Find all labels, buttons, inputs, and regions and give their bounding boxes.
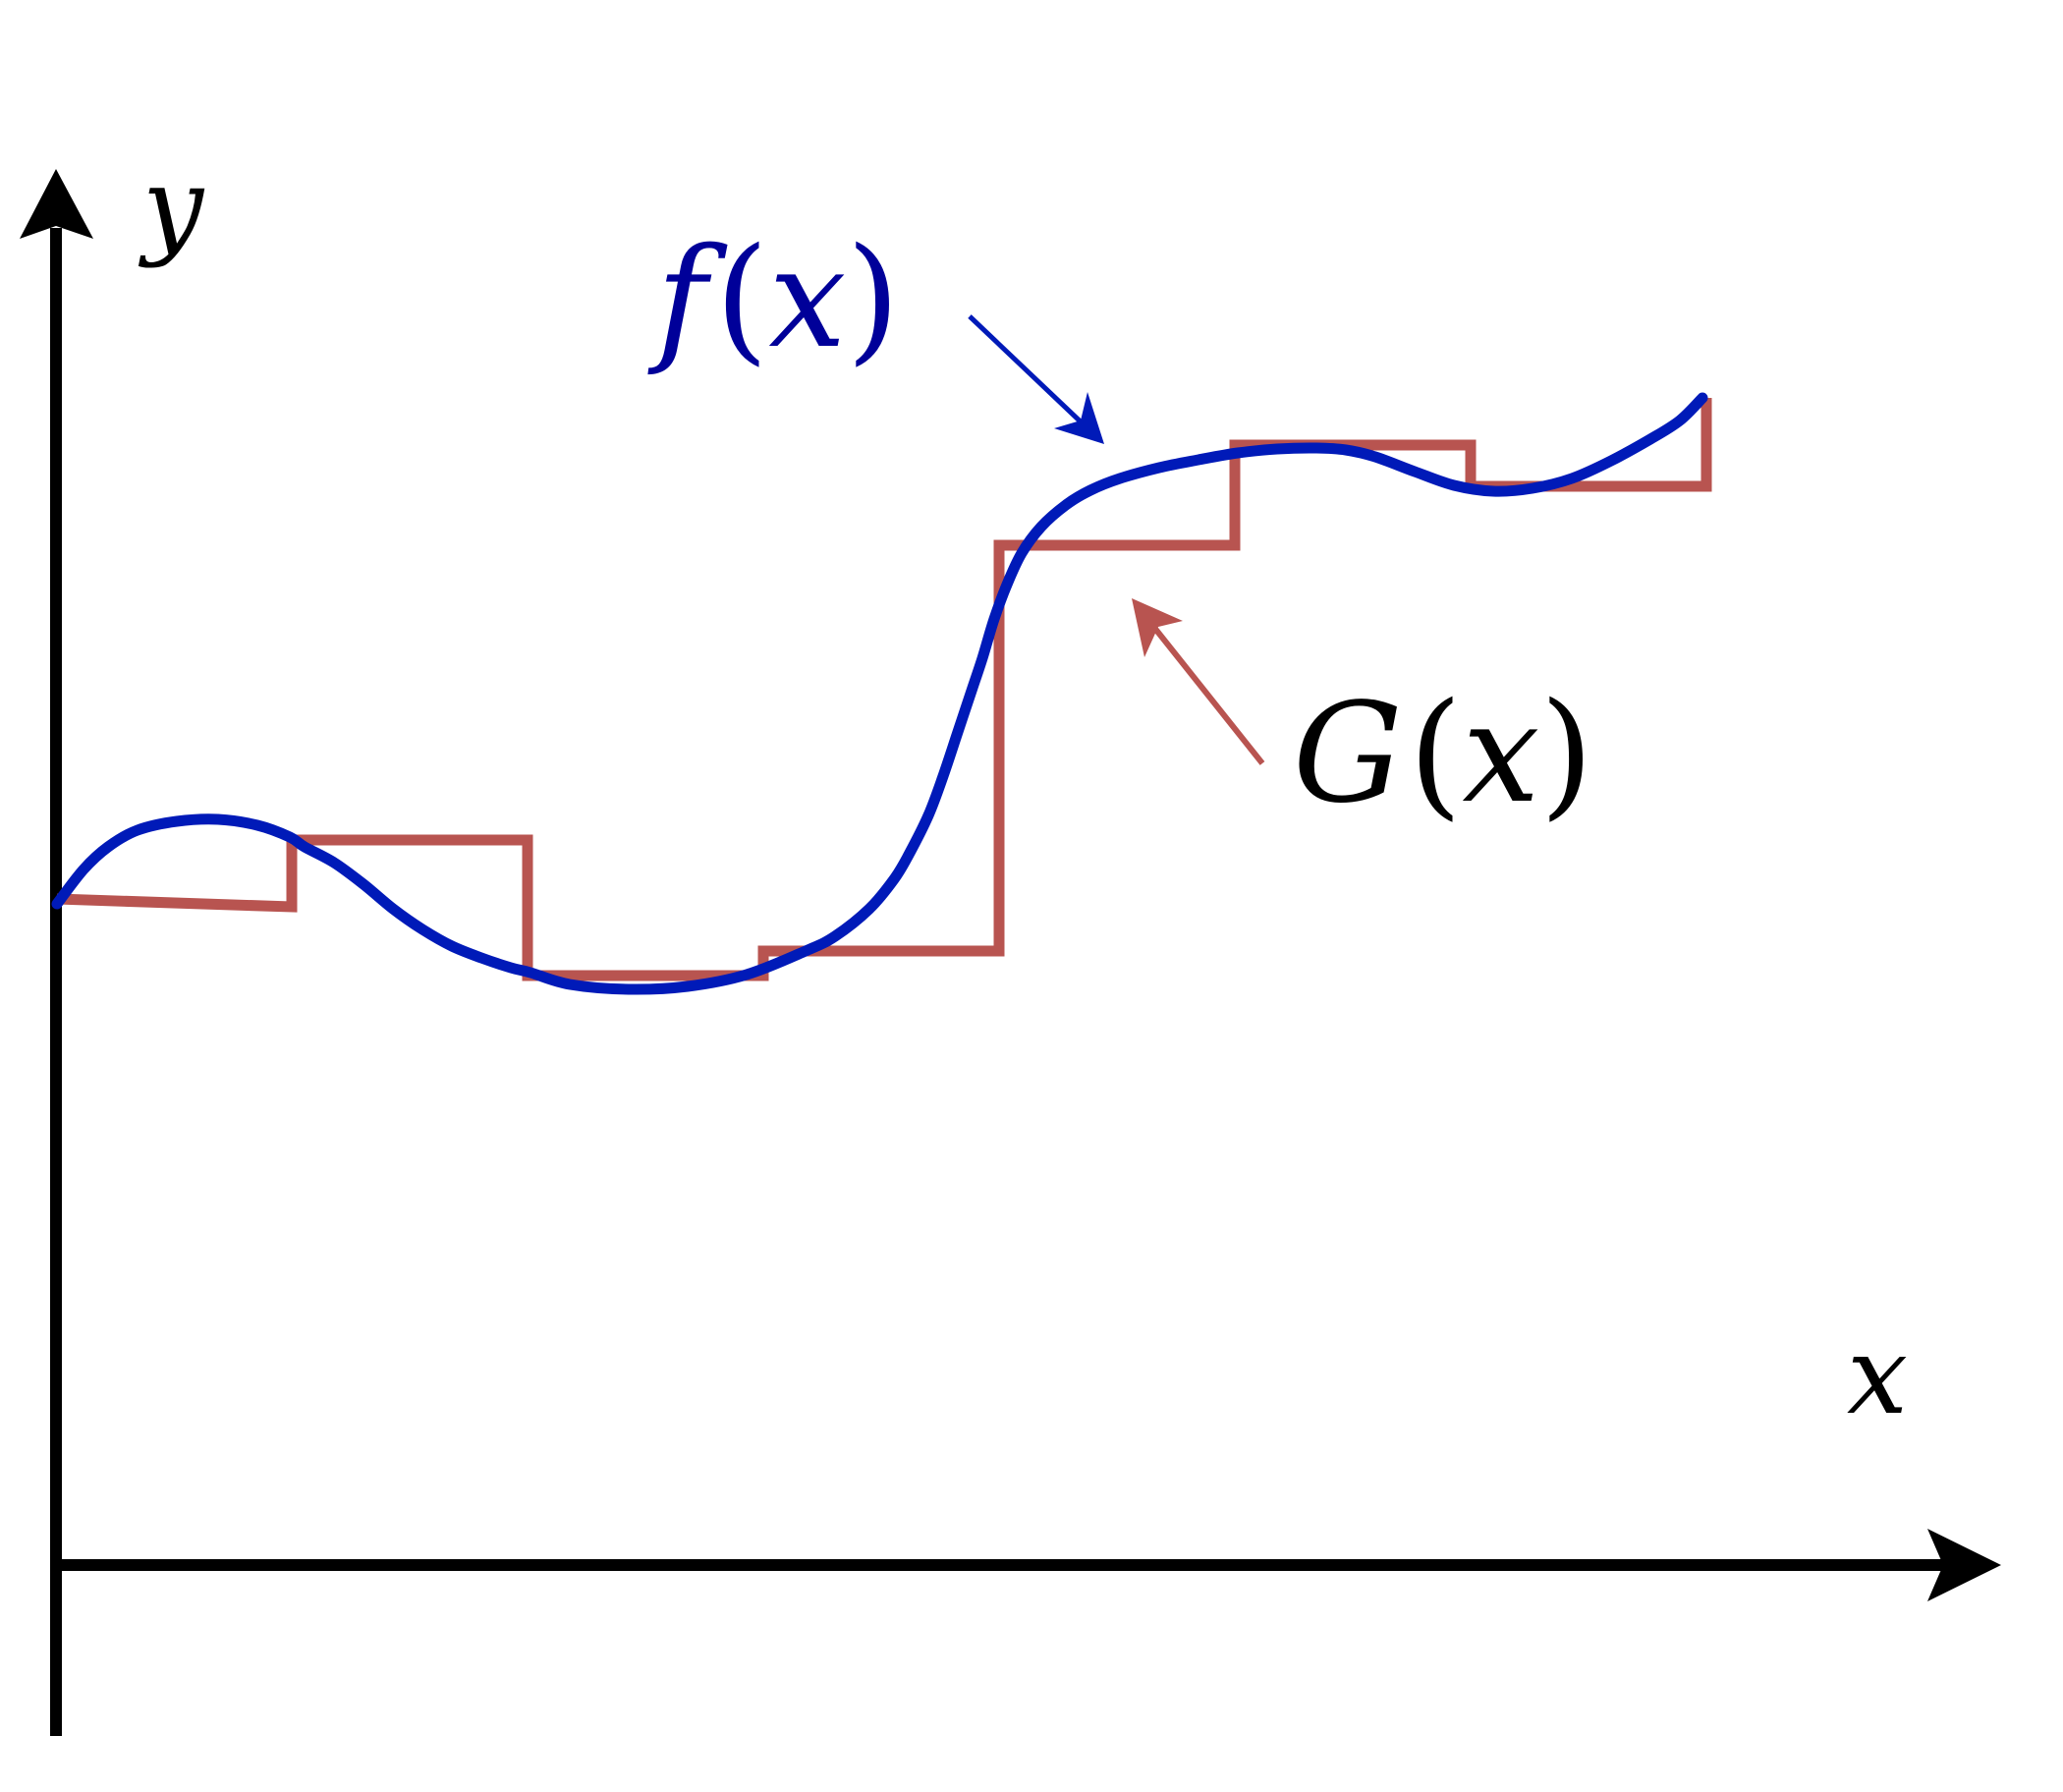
g-label-func: G — [1293, 674, 1403, 834]
g-pointer-arrowhead-icon — [1132, 598, 1183, 657]
f-label-close-paren: ) — [846, 219, 900, 379]
g-label-open-paren: ( — [1409, 674, 1463, 834]
y-axis-arrowhead-icon — [20, 169, 93, 239]
f-label: f(x) — [647, 219, 900, 379]
y-axis-label: y — [138, 143, 205, 269]
x-axis-label: x — [1847, 1313, 1908, 1438]
y-axis — [20, 169, 93, 1736]
g-step-function — [56, 398, 1712, 981]
g-label-close-paren: ) — [1539, 674, 1593, 834]
g-pointer-arrow — [1132, 598, 1265, 765]
f-label-open-paren: ( — [715, 219, 769, 379]
f-curve — [51, 392, 1708, 995]
g-pointer-line — [1152, 627, 1265, 765]
g-label: G(x) — [1293, 674, 1593, 834]
f-label-var: x — [768, 219, 846, 379]
x-axis — [50, 1529, 2001, 1601]
f-pointer-arrow — [968, 314, 1104, 444]
x-axis-arrowhead-icon — [1927, 1529, 2001, 1601]
f-pointer-line — [968, 314, 1088, 429]
g-label-var: x — [1462, 674, 1539, 834]
f-pointer-arrowhead-icon — [1054, 392, 1104, 444]
